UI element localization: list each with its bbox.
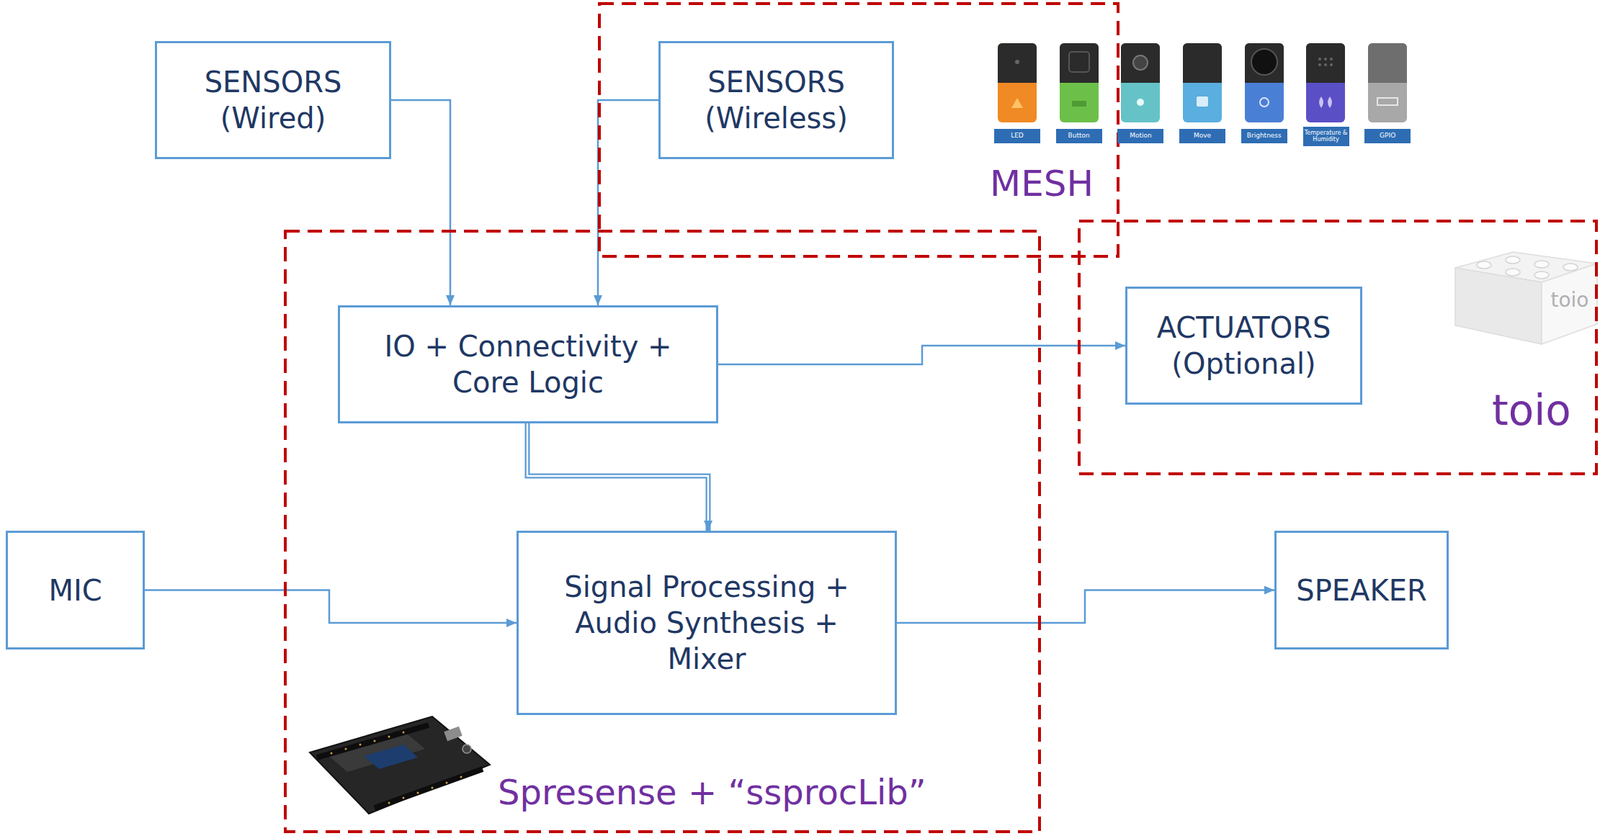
output-box: SPEAKER [1274,530,1449,650]
module-tag: Button [1056,128,1103,144]
connector-arrow [144,590,517,624]
group-label: MESH [989,163,1094,206]
box-label: SPEAKER [1295,572,1427,609]
group-label: Spresense + “ssprocLib” [497,772,927,813]
connector-line [597,100,659,306]
toio-cube [1455,252,1598,345]
mesh-block-motion [1120,43,1160,123]
box-label: IO + Connectivity + Core Logic [354,328,702,401]
connector-line [527,423,709,531]
connector-line [718,345,1126,365]
connector-line [144,590,517,624]
box-label: MIC [48,572,102,609]
mesh-block-temperature [1306,43,1345,123]
connector-arrow [527,423,709,531]
dashed-border [1079,221,1597,475]
box-label: ACTUATORS (Optional) [1141,309,1346,382]
module-tag: Motion [1117,128,1164,144]
module-tag: Move [1179,128,1226,144]
actuator-box: ACTUATORS (Optional) [1125,286,1363,405]
spresense-board [309,716,490,815]
module-tag: Temperature & Humidity [1303,126,1350,147]
dashed-border [285,231,1040,833]
connector-line [391,100,451,306]
group-region: ACTUATORS (Optional) toio [1077,219,1598,476]
sensor-box: SENSORS (Wireless) [658,41,895,160]
connector-arrow [718,345,1126,365]
process-box: Signal Processing + Audio Synthesis + Mi… [516,530,897,716]
input-box: MIC [5,530,145,650]
group-label: toio [1491,386,1572,436]
mesh-block-gpio [1368,43,1407,123]
connector-inner-line [527,423,709,521]
sensor-box: SENSORS (Wired) [154,41,392,160]
connector-arrow [896,590,1275,624]
mesh-block-button [1059,43,1099,123]
group-region: IO + Connectivity + Core LogicSignal Pro… [283,229,1041,834]
group-region: SENSORS (Wireless) MESH [597,2,1120,258]
mesh-block-led [997,43,1037,123]
box-label: Signal Processing + Audio Synthesis + Mi… [533,569,881,678]
mesh-block-move [1182,43,1222,123]
embossed-logo: toio [1547,288,1593,313]
connector-arrow [391,100,451,306]
dashed-border [599,3,1119,257]
module-tag: Brightness [1241,128,1288,144]
module-tag: GPIO [1364,128,1411,144]
box-label: SENSORS (Wired) [171,64,375,137]
connector-arrow [597,100,659,306]
process-box: IO + Connectivity + Core Logic [337,305,719,424]
module-tag: LED [994,128,1041,144]
connector-line [896,590,1275,624]
mesh-block-brightness [1244,43,1284,123]
box-label: SENSORS (Wireless) [675,64,878,137]
